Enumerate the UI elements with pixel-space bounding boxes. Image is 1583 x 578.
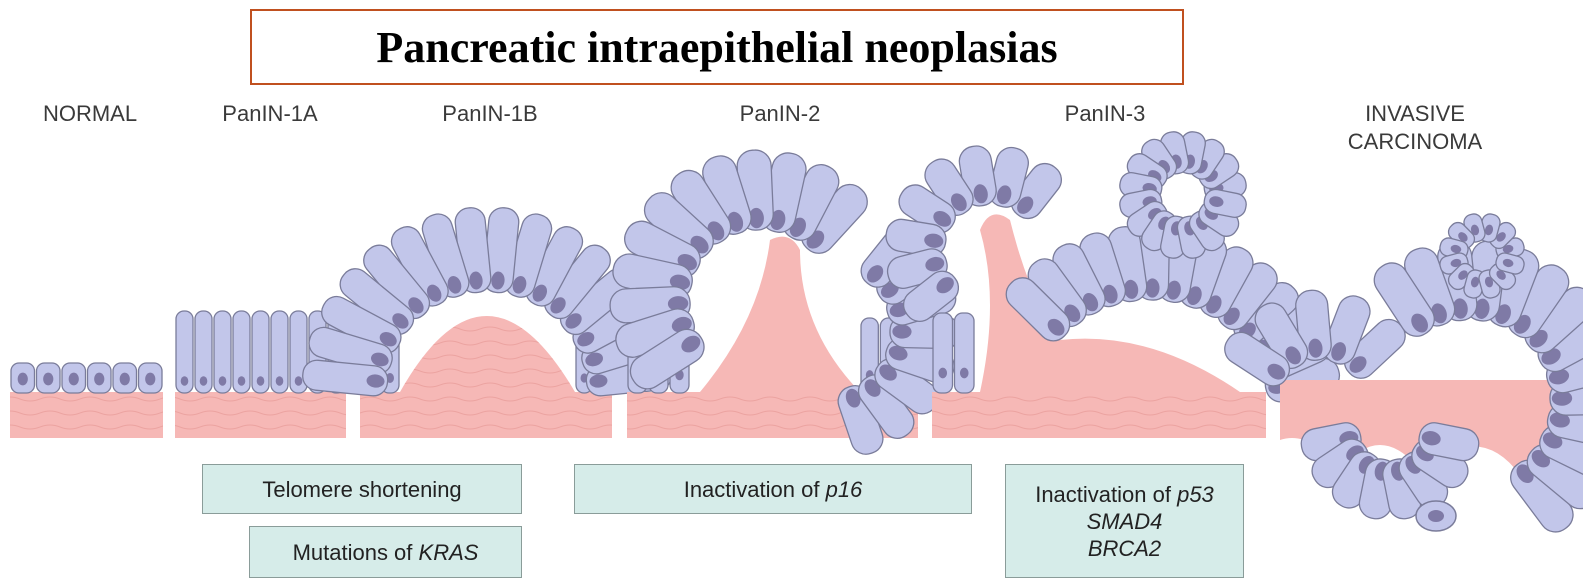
cell-nucleus bbox=[200, 376, 208, 386]
event-kras-mutation: Mutations of KRAS bbox=[249, 526, 522, 578]
smad4-label: SMAD4 bbox=[1087, 508, 1163, 535]
kras-label: Mutations of KRAS bbox=[293, 539, 479, 566]
epithelial-cell bbox=[933, 313, 953, 393]
invasive-carcinoma bbox=[1219, 212, 1583, 538]
cell-nucleus bbox=[276, 376, 284, 386]
cell-nucleus bbox=[145, 373, 155, 386]
event-telomere-shortening: Telomere shortening bbox=[202, 464, 522, 514]
cell-nucleus bbox=[69, 373, 79, 386]
cell-nucleus bbox=[295, 376, 303, 386]
cell-nucleus bbox=[120, 373, 130, 386]
normal-cells bbox=[11, 363, 162, 393]
event-p16-inactivation: Inactivation of p16 bbox=[574, 464, 972, 514]
cell-nucleus bbox=[219, 376, 227, 386]
kras-gene: KRAS bbox=[419, 540, 479, 565]
cell-nucleus bbox=[257, 376, 265, 386]
cell-nucleus bbox=[960, 368, 969, 379]
normal-epithelium bbox=[10, 363, 163, 438]
cell-nucleus bbox=[238, 376, 246, 386]
telomere-label: Telomere shortening bbox=[262, 476, 461, 503]
p16-label: Inactivation of p16 bbox=[684, 476, 863, 503]
kras-prefix: Mutations of bbox=[293, 540, 419, 565]
p16-gene: p16 bbox=[826, 477, 863, 502]
epithelial-cell bbox=[955, 313, 975, 393]
cell-nucleus bbox=[94, 373, 104, 386]
cell-nucleus bbox=[18, 373, 28, 386]
event-p53-smad4-brca2: Inactivation of p53 SMAD4 BRCA2 bbox=[1005, 464, 1244, 578]
panin3-epithelium bbox=[884, 130, 1343, 438]
p53-prefix: Inactivation of bbox=[1035, 482, 1177, 507]
cell-nucleus bbox=[938, 368, 947, 379]
cell-nucleus bbox=[181, 376, 189, 386]
p16-prefix: Inactivation of bbox=[684, 477, 826, 502]
p53-label: Inactivation of p53 bbox=[1035, 481, 1214, 508]
brca2-label: BRCA2 bbox=[1088, 535, 1161, 562]
cell-nucleus bbox=[43, 373, 53, 386]
panin1b-epithelium bbox=[301, 206, 672, 438]
p53-gene: p53 bbox=[1177, 482, 1214, 507]
